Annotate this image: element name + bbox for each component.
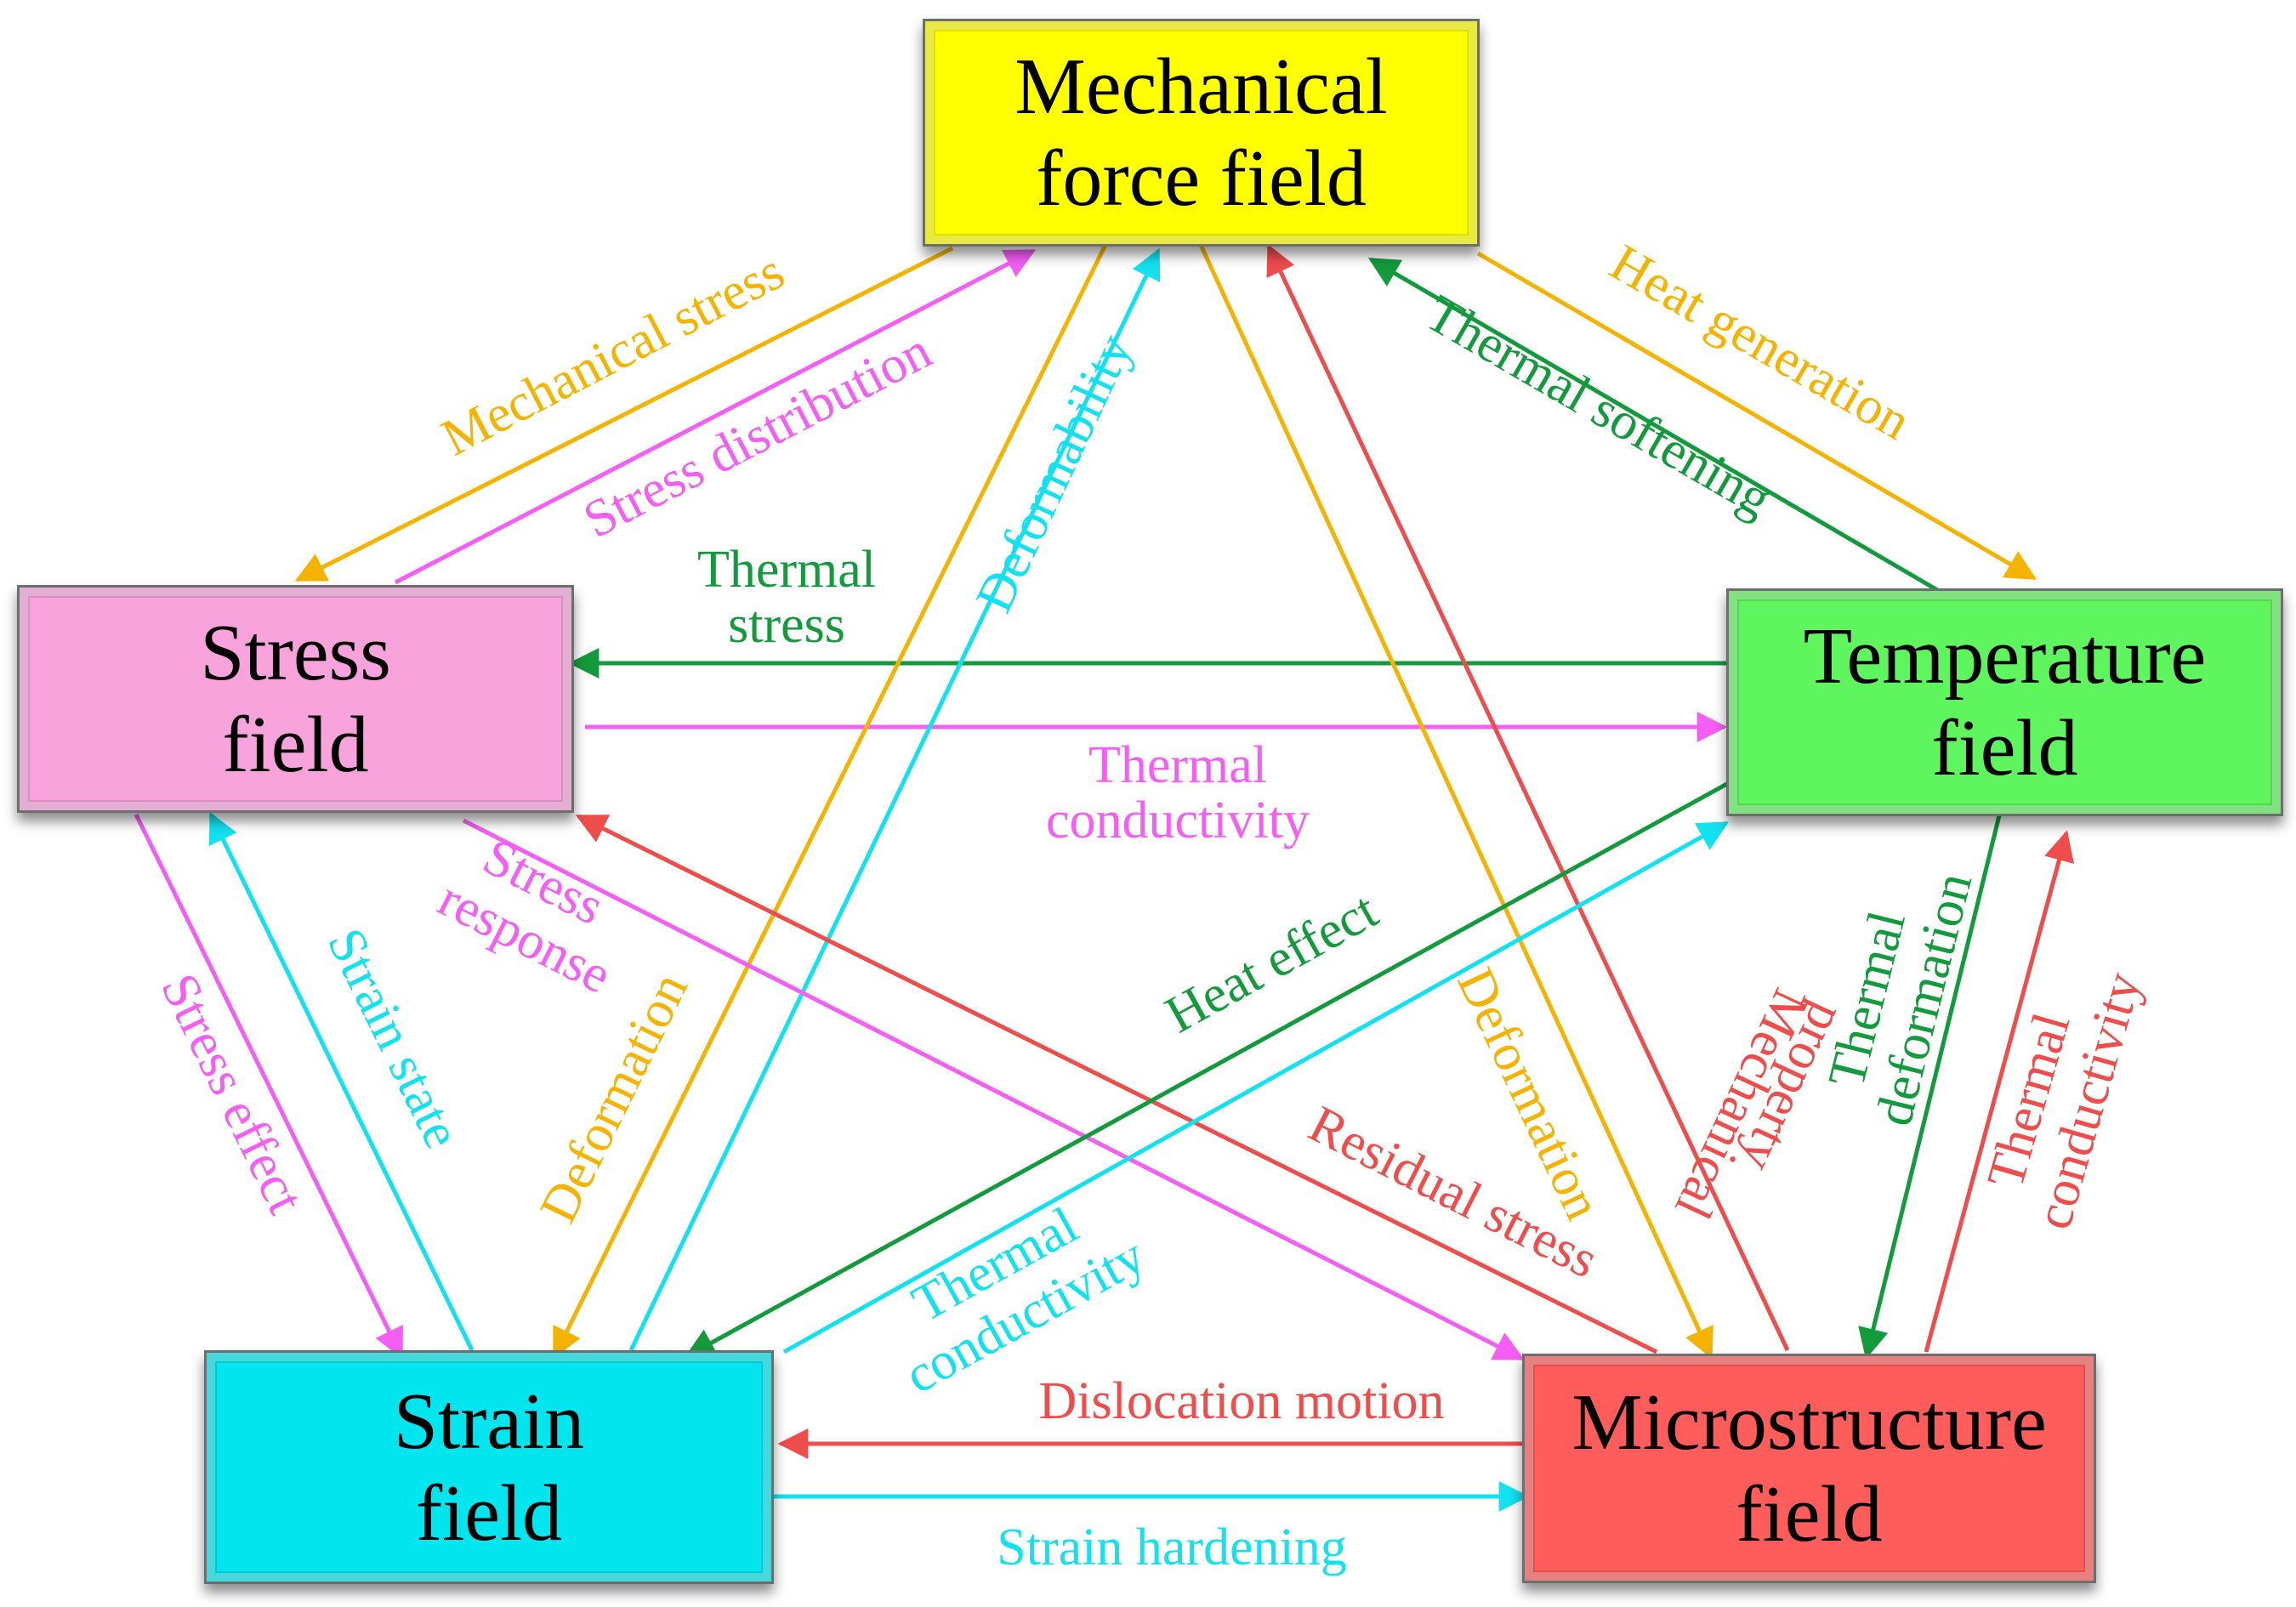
- node-temperature-line2: field: [1931, 704, 2078, 792]
- node-temperature-field: Temperature field: [1726, 588, 2283, 816]
- label-thermal-stress-line1: Thermal: [697, 541, 876, 599]
- arrow-deformability: [628, 247, 1161, 1352]
- label-strain-hardening: Strain hardening: [997, 1519, 1347, 1576]
- arrow-thermal-deformation: [1858, 811, 2003, 1360]
- node-stress-line2: field: [222, 701, 369, 789]
- label-thermal-conductivity-a-line1: Thermal: [1088, 736, 1267, 794]
- node-microstructure-field: Microstructure field: [1522, 1354, 2096, 1583]
- node-mechanical-line1: Mechanical: [1014, 43, 1388, 131]
- node-stress-field: Stress field: [17, 585, 574, 813]
- arrow-strain-state: [208, 811, 475, 1352]
- label-stress-effect: Stress effect: [150, 965, 315, 1223]
- node-mechanical-force-field: Mechanical force field: [923, 19, 1480, 247]
- label-dislocation-motion: Dislocation motion: [1038, 1372, 1444, 1430]
- label-deformation-left: Deformation: [529, 964, 699, 1232]
- node-strain-field: Strain field: [204, 1350, 774, 1584]
- arrow-thermal-softening: [1367, 257, 1941, 593]
- arrow-residual-stress: [575, 814, 1658, 1354]
- arrow-heat-effect: [684, 778, 1735, 1359]
- label-heat-effect: Heat effect: [1157, 882, 1387, 1045]
- arrow-heat-generation: [1476, 251, 2037, 581]
- arrow-thermal-conductivity-strain-temp: [782, 821, 1730, 1354]
- label-thermal-conductivity-a-line2: conductivity: [1046, 792, 1310, 849]
- arrow-thermal-conductivity-micro-temp: [1924, 830, 2074, 1353]
- arrow-stress-effect: [134, 813, 404, 1360]
- node-temperature-line1: Temperature: [1803, 612, 2207, 701]
- node-stress-line1: Stress: [200, 609, 391, 697]
- node-strain-line1: Strain: [393, 1377, 585, 1466]
- node-mechanical-line2: force field: [1036, 134, 1367, 223]
- node-strain-line2: field: [415, 1468, 563, 1558]
- arrow-deformation-right: [1198, 243, 1713, 1360]
- arrow-mechanical-stress: [294, 246, 954, 582]
- arrow-deformation-left: [552, 243, 1108, 1360]
- arrow-stress-distribution: [394, 248, 1037, 585]
- arrow-mechanical-property: [1266, 243, 1790, 1352]
- label-thermal-stress-line2: stress: [728, 596, 845, 654]
- node-microstructure-line2: field: [1736, 1470, 1883, 1559]
- arrow-stress-response: [462, 818, 1526, 1361]
- label-strain-state: Strain state: [316, 920, 472, 1157]
- node-microstructure-line1: Microstructure: [1571, 1378, 2047, 1467]
